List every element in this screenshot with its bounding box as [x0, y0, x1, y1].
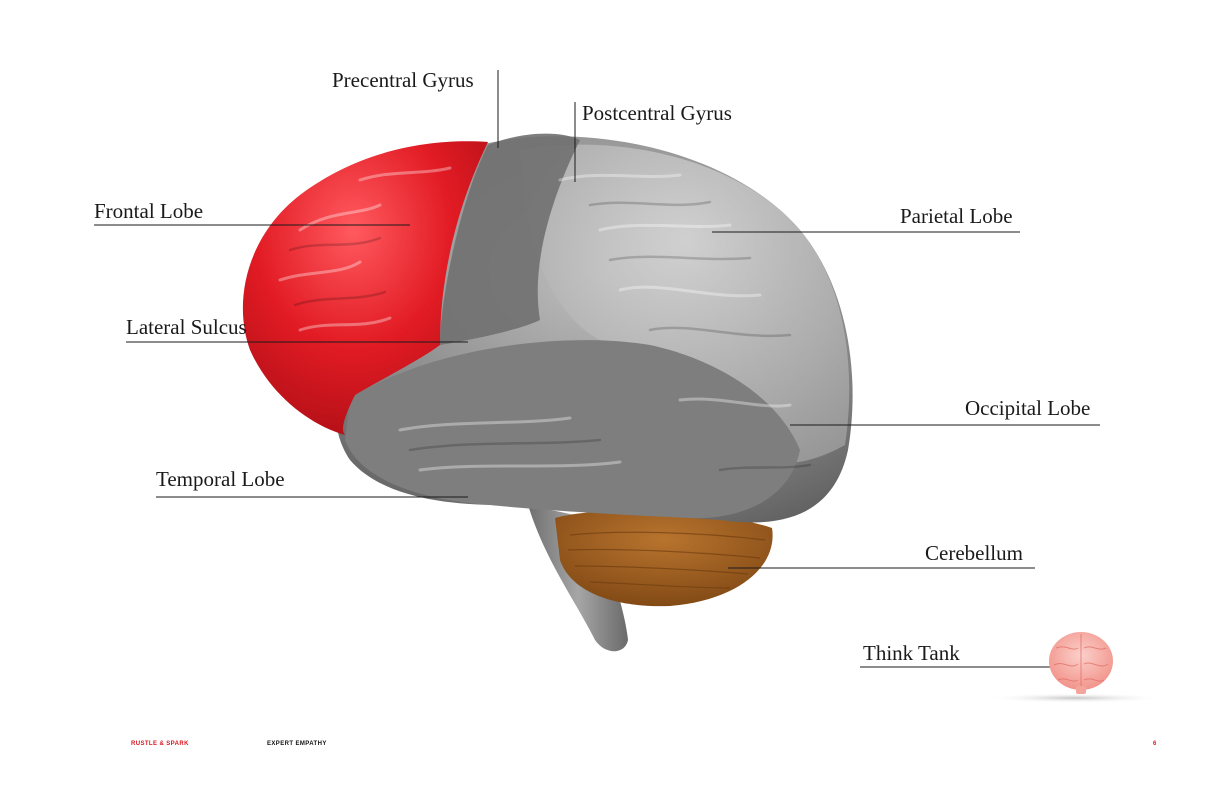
- mini-brain-shadow: [985, 693, 1165, 703]
- cerebellum-label: Cerebellum: [925, 541, 1023, 565]
- frontal-lobe-label: Frontal Lobe: [94, 199, 204, 223]
- frontal-lobe-shape: [242, 141, 488, 435]
- precentral-gyrus-label: Precentral Gyrus: [332, 68, 474, 92]
- lateral-sulcus-label: Lateral Sulcus: [126, 315, 247, 339]
- occipital-lobe-label: Occipital Lobe: [965, 396, 1091, 420]
- parietal-region: [520, 144, 850, 464]
- footer-brand: RUSTLE & SPARK: [131, 741, 189, 747]
- precentral-strip: [440, 133, 580, 345]
- postcentral-gyrus-label: Postcentral Gyrus: [582, 101, 732, 125]
- footer-page-number: 6: [1153, 741, 1157, 747]
- think-tank-label: Think Tank: [863, 641, 960, 665]
- temporal-lobe-label: Temporal Lobe: [156, 467, 285, 491]
- think-tank-mini-brain: [1049, 632, 1113, 694]
- temporal-region: [345, 340, 800, 519]
- parietal-lobe-label: Parietal Lobe: [900, 204, 1013, 228]
- footer-section-title: EXPERT EMPATHY: [267, 741, 327, 747]
